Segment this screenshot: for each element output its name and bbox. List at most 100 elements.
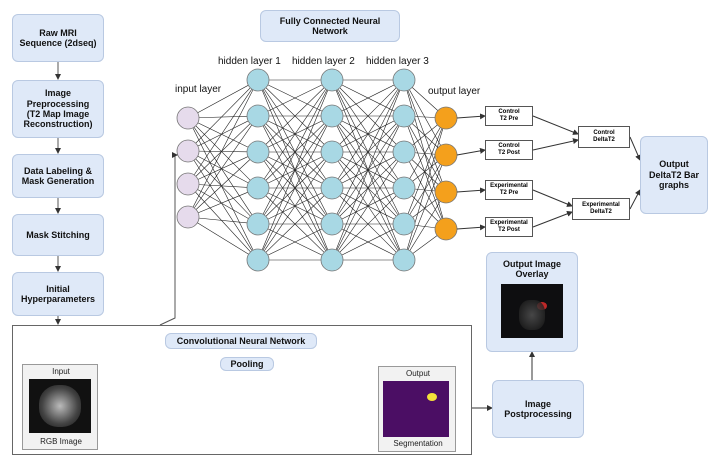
fcnn-edge [187, 115, 259, 152]
neuron-node [246, 176, 270, 200]
fcnn-title: Fully Connected Neural Network [260, 10, 400, 42]
fcnn-edge [257, 151, 333, 261]
fcnn-edge [187, 151, 259, 185]
neuron-node [320, 212, 344, 236]
neuron-node [434, 143, 458, 167]
neuron-node [392, 248, 416, 272]
fcnn-edge [257, 223, 333, 261]
output-connector [456, 147, 486, 156]
raw-mri-box: Raw MRI Sequence (2dseq) [12, 14, 104, 62]
fcnn-edge [187, 216, 259, 261]
fcnn-edge [187, 79, 259, 152]
neuron-node [392, 176, 416, 200]
neuron-node [246, 104, 270, 128]
hyperparameters-box: Initial Hyperparameters [12, 272, 104, 316]
overlay-image [501, 283, 563, 338]
cnn-to-fcnn-arrow [159, 152, 178, 326]
control-t2-post-box: Control T2 Post [485, 140, 533, 160]
fcnn-edge [331, 79, 405, 225]
final-connector [629, 189, 641, 210]
fcnn-edge [403, 151, 447, 230]
fcnn-edge [187, 183, 259, 261]
fcnn-edge [187, 183, 259, 189]
output-overlay-label: Output Image Overlay [503, 259, 561, 280]
neuron-node [320, 248, 344, 272]
fcnn-edge [403, 115, 447, 193]
output-connector [456, 224, 486, 231]
neuron-node [176, 172, 200, 196]
fcnn-edge [187, 115, 259, 185]
fcnn-edge [187, 150, 259, 189]
neuron-node [176, 205, 200, 229]
neuron-node [392, 212, 416, 236]
fcnn-edge [187, 117, 259, 189]
preprocessing-box: Image Preprocessing (T2 Map Image Recons… [12, 80, 104, 138]
data-labeling-box: Data Labeling & Mask Generation [12, 154, 104, 198]
overlay-anatomy [519, 299, 545, 330]
fcnn-edge [331, 187, 405, 261]
fcnn-edge [257, 79, 333, 225]
final-output-box: Output DeltaT2 Bar graphs [640, 136, 708, 214]
neuron-node [176, 139, 200, 163]
fcnn-edge [187, 150, 259, 261]
neuron-node [320, 68, 344, 92]
fcnn-edge [187, 79, 259, 185]
cnn-input-frame: Input RGB Image [22, 364, 98, 450]
fcnn-edge [331, 79, 405, 261]
neuron-node [246, 212, 270, 236]
hidden-layer-2-label: hidden layer 2 [292, 56, 355, 67]
control-delta-box: Control DeltaT2 [578, 126, 630, 148]
segmentation-blob [427, 393, 437, 401]
fcnn-edge [187, 115, 259, 119]
fcnn-edge [257, 79, 333, 261]
fcnn-edge [257, 79, 333, 117]
output-connector [456, 187, 486, 194]
neuron-node [246, 248, 270, 272]
fcnn-edge [331, 79, 405, 153]
delta-connector [532, 138, 579, 151]
neuron-node [434, 217, 458, 241]
delta-connector [532, 189, 573, 207]
fcnn-edge [403, 79, 447, 193]
fcnn-edge [187, 183, 259, 225]
fcnn-edge [187, 117, 259, 153]
fcnn-edge [403, 191, 447, 261]
delta-connector [532, 115, 579, 135]
fcnn-edge [331, 79, 405, 189]
fcnn-edge [403, 154, 447, 261]
fcnn-edge [403, 117, 447, 261]
fcnn-edge [403, 115, 447, 230]
output-layer-label: output layer [428, 86, 481, 97]
final-connector [629, 136, 641, 161]
fcnn-edge [187, 79, 259, 218]
fcnn-edge [403, 117, 447, 225]
fcnn-edge [187, 79, 259, 119]
fcnn-edge [331, 79, 405, 117]
fcnn-edge [187, 151, 259, 218]
mask-stitching-box: Mask Stitching [12, 214, 104, 256]
neuron-node [320, 140, 344, 164]
cnn-output-caption: Output [405, 369, 430, 378]
cnn-output-frame: Output Segmentation [378, 366, 456, 452]
output-overlay-box: Output Image Overlay [486, 252, 578, 352]
input-layer-label: input layer [175, 84, 222, 95]
fcnn-edge [403, 117, 447, 189]
neuron-node [320, 104, 344, 128]
mri-anatomy [39, 385, 81, 427]
fcnn-edge [331, 115, 405, 261]
fcnn-edge [187, 117, 259, 261]
fcnn-edge [187, 115, 259, 218]
delta-connector [532, 210, 573, 228]
neuron-node [176, 106, 200, 130]
hidden-layer-1-label: hidden layer 1 [218, 56, 281, 67]
postprocessing-box: Image Postprocessing [492, 380, 584, 438]
pooling-label: Pooling [220, 357, 274, 371]
fcnn-edge [331, 223, 405, 261]
cnn-input-sub: RGB Image [40, 437, 82, 446]
experimental-t2-pre-box: Experimental T2 Pre [485, 180, 533, 200]
fcnn-edge [331, 151, 405, 261]
cnn-input-image [29, 379, 91, 433]
cnn-input-caption: Input [52, 367, 70, 376]
fcnn-edge [257, 187, 333, 261]
fcnn-edge [187, 216, 259, 225]
